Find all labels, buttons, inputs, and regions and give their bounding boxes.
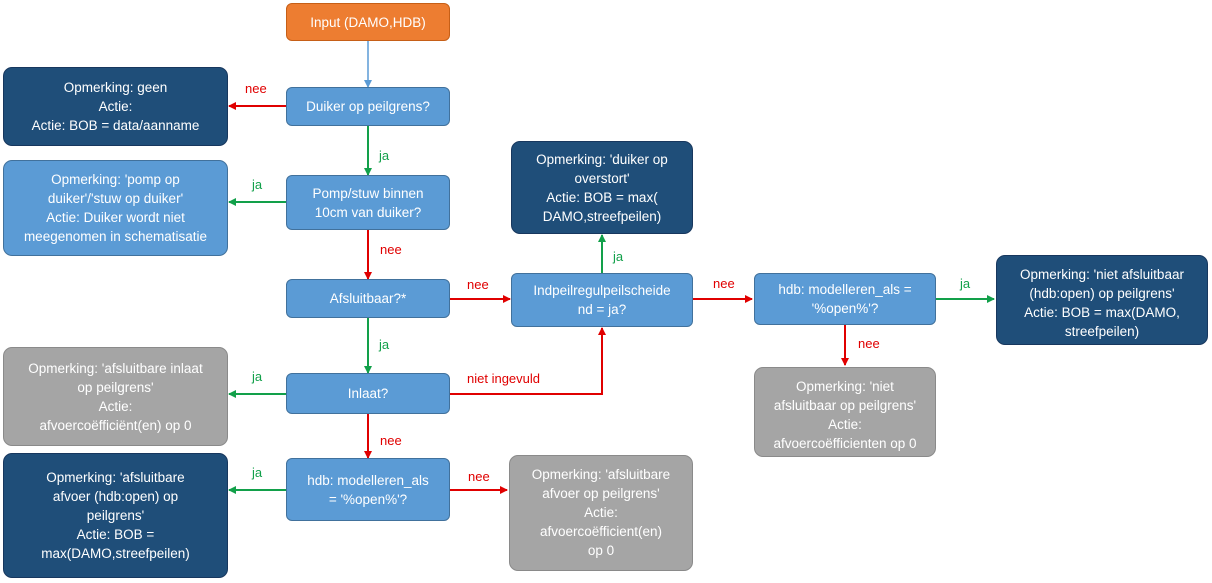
outcome-niet-afsluitbaar: Opmerking: 'niet afsluitbaar op peilgren…: [754, 367, 936, 457]
label-pomp-nee: nee: [380, 242, 402, 257]
label-hdb-bottom-nee: nee: [468, 469, 490, 484]
decision-hdb-modelleren-right: hdb: modelleren_als = '%open%'?: [754, 273, 936, 325]
label-inlaat-ja: ja: [252, 369, 263, 384]
label-afsluitbaar-ja: ja: [379, 337, 390, 352]
outcome-pomp-op-duiker: Opmerking: 'pomp op duiker'/'stuw op dui…: [3, 160, 228, 256]
decision-hdb-modelleren-bottom: hdb: modelleren_als = '%open%'?: [286, 458, 450, 521]
outcome-niet-afsluitbaar-open: Opmerking: 'niet afsluitbaar (hdb:open) …: [996, 255, 1208, 345]
label-hdb-right-nee: nee: [858, 336, 880, 351]
outcome-afsluitbare-inlaat: Opmerking: 'afsluitbare inlaat op peilgr…: [3, 347, 228, 446]
label-hdb-right-ja: ja: [960, 276, 971, 291]
input-node: Input (DAMO,HDB): [286, 3, 450, 41]
label-duiker-ja: ja: [379, 148, 390, 163]
label-hdb-bottom-ja: ja: [252, 465, 263, 480]
label-indpeil-ja: ja: [613, 249, 624, 264]
label-indpeil-nee: nee: [713, 276, 735, 291]
decision-pomp-stuw: Pomp/stuw binnen 10cm van duiker?: [286, 175, 450, 230]
label-duiker-nee: nee: [245, 81, 267, 96]
label-afsluitbaar-nee: nee: [467, 277, 489, 292]
outcome-geen: Opmerking: geen Actie: Actie: BOB = data…: [3, 67, 228, 146]
label-inlaat-nee: nee: [380, 433, 402, 448]
outcome-duiker-op-overstort: Opmerking: 'duiker op overstort' Actie: …: [511, 141, 693, 234]
label-niet-ingevuld: niet ingevuld: [467, 371, 540, 386]
decision-inlaat: Inlaat?: [286, 373, 450, 414]
decision-duiker-op-peilgrens: Duiker op peilgrens?: [286, 87, 450, 126]
outcome-afsluitbare-afvoer-open: Opmerking: 'afsluitbare afvoer (hdb:open…: [3, 453, 228, 578]
decision-afsluitbaar: Afsluitbaar?*: [286, 279, 450, 318]
outcome-afsluitbare-afvoer: Opmerking: 'afsluitbare afvoer op peilgr…: [509, 455, 693, 571]
arrow-inlaat-niet-ingevuld: [450, 327, 606, 395]
label-pomp-ja: ja: [252, 177, 263, 192]
decision-indpeilregul: Indpeilregulpeilscheide nd = ja?: [511, 273, 693, 327]
